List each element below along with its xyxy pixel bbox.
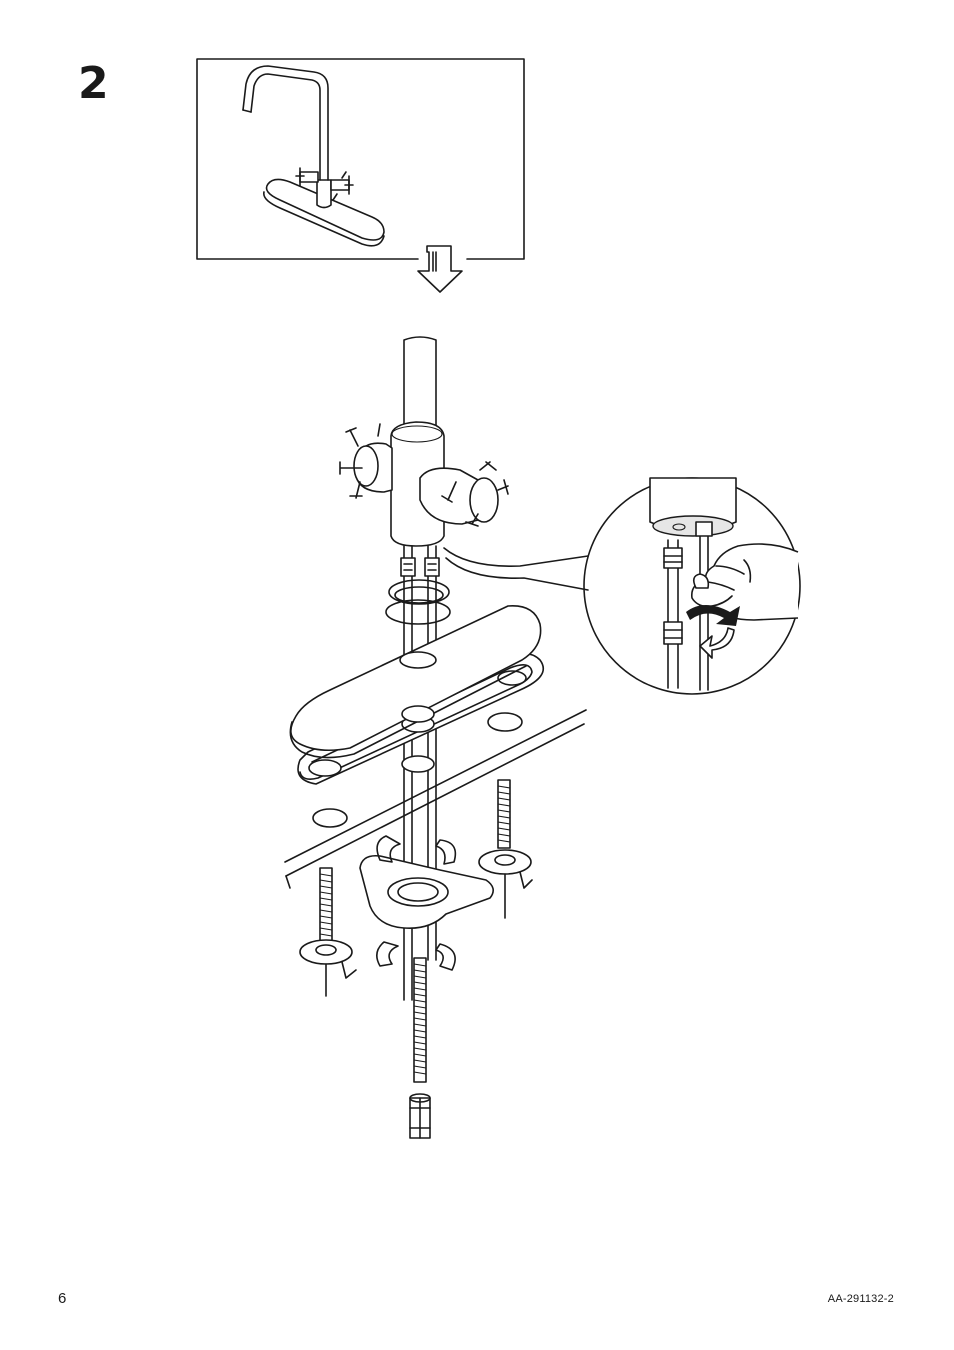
hollow-down-arrow-icon — [418, 246, 462, 292]
overview-faucet-icon — [243, 66, 384, 246]
threaded-stud-left — [300, 868, 356, 996]
article-code: AA-291132-2 — [828, 1293, 894, 1305]
page-number: 6 — [58, 1290, 66, 1307]
threaded-rod — [410, 958, 430, 1138]
mounting-plate — [360, 836, 493, 970]
faucet-body — [340, 337, 508, 546]
rotate-clockwise-arrow-icon — [686, 605, 740, 658]
o-ring — [386, 580, 450, 624]
supply-hoses — [401, 546, 439, 1000]
